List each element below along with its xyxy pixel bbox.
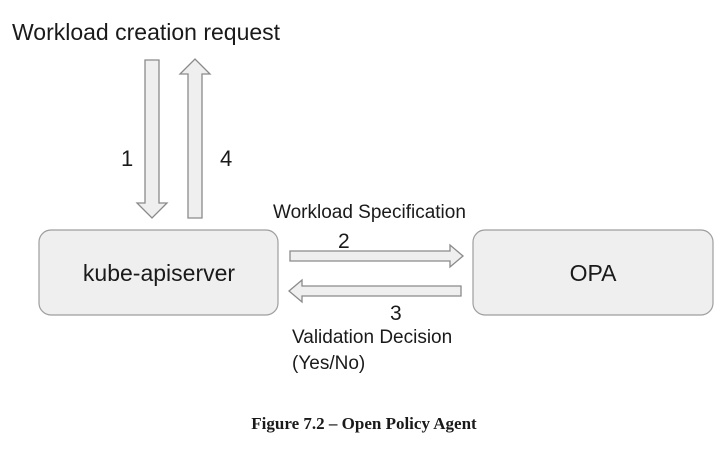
decision-left-arrow (287, 278, 462, 304)
step-4-label: 4 (220, 146, 232, 171)
step-2-label: 2 (338, 230, 350, 253)
kube-apiserver-box (38, 229, 279, 316)
workload-creation-request-label: Workload creation request (12, 19, 281, 45)
response-up-arrow (178, 58, 212, 219)
opa-box (472, 229, 714, 316)
validation-decision-options-label: (Yes/No) (292, 353, 365, 374)
step-3-label: 3 (390, 302, 402, 325)
request-down-arrow (135, 59, 169, 219)
opa-label: OPA (570, 260, 618, 286)
figure-caption: Figure 7.2 – Open Policy Agent (251, 414, 477, 433)
validation-decision-label: Validation Decision (292, 327, 452, 348)
step-1-label: 1 (121, 146, 133, 171)
workload-specification-label: Workload Specification (273, 202, 466, 223)
kube-apiserver-label: kube-apiserver (83, 260, 235, 286)
specification-right-arrow (289, 243, 465, 269)
